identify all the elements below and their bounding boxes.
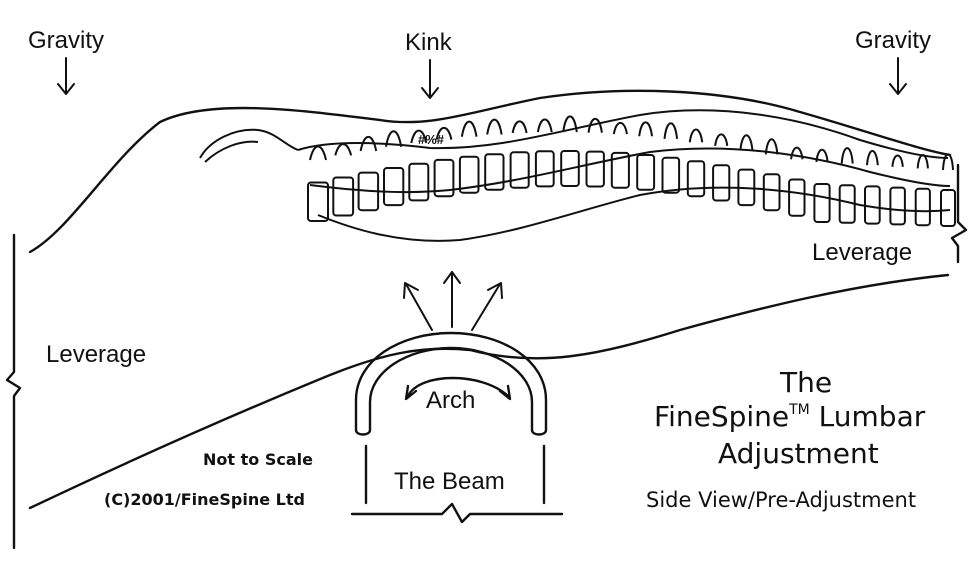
spinous-process [359,135,378,152]
arch-arrow-right-head [498,384,512,401]
vertebra-body [458,155,480,194]
spinous-process [638,121,653,137]
spinous-process [916,153,929,169]
spine-mid-contour [309,147,951,194]
vertebra-body [813,183,831,223]
spinous-process [460,120,478,137]
title-line-1: The [780,366,833,399]
spine-lower-contour [317,186,951,242]
kink-marker-label: #%# [418,132,445,147]
vertebra-body [914,187,931,227]
beam-base-line [350,502,564,524]
spinous-process [612,121,628,135]
subtitle-label: Side View/Pre-Adjustment [646,488,917,512]
vertebra-body [560,150,580,187]
spinous-process [536,118,553,133]
spinous-process [790,146,804,160]
vertebra-body [686,160,706,198]
spinous-process [309,145,327,161]
spinous-process [840,147,854,164]
vertebra-body [661,156,681,194]
spinous-process [385,130,403,147]
arch-label: Arch [426,387,476,414]
spinous-process [891,154,904,167]
vertebra-body [383,167,405,207]
spine-illustration [199,109,956,242]
spinous-process [435,126,453,140]
vertebra-body [332,176,355,217]
spinous-process [714,133,729,147]
title-brand: FineSpine [654,400,790,433]
gravity-left-label: Gravity [28,27,105,54]
vertebra-body [509,151,530,189]
spinous-process [663,122,679,140]
spine-tail [199,128,299,159]
beam-label: The Beam [394,468,505,495]
spinous-process [587,117,603,133]
spinous-process [942,153,954,171]
body-upper-outline [28,89,952,254]
spinous-process [764,138,779,155]
gravity-right-label: Gravity [855,27,932,54]
title-line-2-rest: Lumbar [809,400,926,433]
force-arrow-right-icon [471,282,503,331]
vertebra-body [636,154,656,191]
vertebrae [307,150,956,227]
force-arrow-left-icon [403,282,433,331]
not-to-scale-label: Not to Scale [203,450,313,469]
vertebra-body [534,150,555,188]
vertebra-body [838,184,856,224]
spinous-process [410,129,428,144]
vertebra-body [712,164,731,202]
title-line-2: FineSpineTM Lumbar [654,403,925,431]
spinous-process [511,120,528,134]
gravity-left-arrow-icon [57,57,75,95]
spinous-process [688,128,704,143]
arch-band [354,331,548,436]
vertebra-body [737,168,756,207]
vertebra-body [585,150,605,188]
vertebra-body [433,158,455,198]
arch-arrow-left-head [404,384,418,401]
vertebra-body [864,185,881,225]
vertebra-body [762,173,781,212]
trademark-mark: TM [789,402,810,418]
spinous-processes [309,115,954,171]
vertebra-body [889,186,906,226]
spine-tail-inner [204,140,259,163]
left-edge-break [5,233,22,550]
spinous-process [866,150,879,166]
title-line-3: Adjustment [718,437,879,470]
vertebra-body [307,181,329,222]
spinous-process [486,118,503,135]
vertebra-body [484,153,505,191]
spinous-process [739,134,754,151]
spine-upper-contour [297,109,949,159]
spinous-process [815,148,829,163]
kink-label: Kink [405,29,452,56]
spinous-process [334,143,353,156]
vertebra-body [940,189,956,227]
spinous-process [562,115,578,133]
leverage-left-label: Leverage [46,341,147,368]
leverage-right-label: Leverage [812,239,913,266]
vertebra-body [408,162,430,202]
arch-curved-arrow-icon [406,376,510,398]
vertebra-body [788,178,806,217]
vertebra-body [610,151,630,189]
kink-arrow-icon [421,59,439,99]
force-arrow-center-icon [443,271,461,328]
right-edge-break [950,163,968,264]
gravity-right-arrow-icon [889,57,907,95]
copyright-label: (C)2001/FineSpine Ltd [104,490,305,509]
vertebra-body [357,171,380,212]
